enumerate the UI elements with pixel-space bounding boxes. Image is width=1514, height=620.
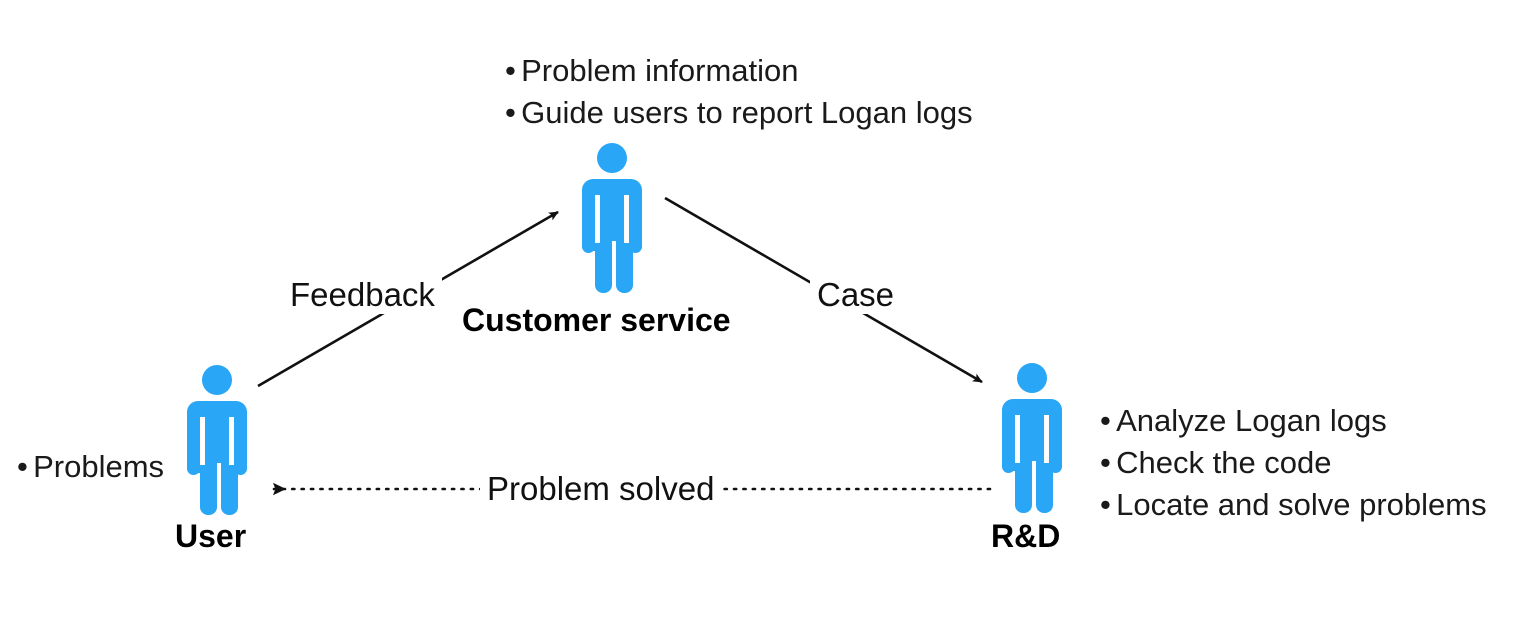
- list-item-text: Locate and solve problems: [1116, 487, 1487, 522]
- person-arm-left: [187, 457, 200, 475]
- person-icon-customer-service: [575, 143, 649, 293]
- person-leg-left: [200, 465, 217, 515]
- person-leg-right: [616, 243, 633, 293]
- person-arm-gap-right: [1044, 415, 1049, 471]
- node-label-user: User: [175, 518, 247, 554]
- list-item: Check the code: [1100, 442, 1487, 484]
- person-arm-gap-right: [624, 195, 629, 251]
- bullet-dot: [505, 92, 521, 134]
- list-item-text: Check the code: [1116, 445, 1332, 480]
- person-arm-gap-left: [595, 195, 600, 251]
- bullet-dot: [1100, 442, 1116, 484]
- person-leg-left: [595, 243, 612, 293]
- person-leg-right: [1036, 463, 1053, 513]
- list-item: Problem information: [505, 50, 973, 92]
- bullet-dot: [17, 446, 33, 488]
- node-label-customer-service: Customer service: [462, 302, 731, 338]
- user-bullets: Problems: [17, 446, 164, 488]
- list-item: Analyze Logan logs: [1100, 400, 1487, 442]
- person-head: [597, 143, 627, 173]
- person-icon-user: [180, 365, 254, 515]
- list-item-text: Problem information: [521, 53, 799, 88]
- edge-label-feedback: Feedback: [283, 276, 442, 314]
- customer-service-bullets: Problem information Guide users to repor…: [505, 50, 973, 134]
- person-icon-rd: [995, 363, 1069, 513]
- list-item-text: Problems: [33, 449, 165, 484]
- person-head: [1017, 363, 1047, 393]
- person-arm-left: [582, 235, 595, 253]
- person-leg-gap: [1032, 461, 1036, 513]
- bullet-dot: [1100, 484, 1116, 526]
- bullet-dot: [505, 50, 521, 92]
- person-arm-left: [1002, 455, 1015, 473]
- rd-bullets: Analyze Logan logs Check the code Locate…: [1100, 400, 1487, 526]
- person-leg-gap: [612, 241, 616, 293]
- list-item-text: Analyze Logan logs: [1116, 403, 1387, 438]
- list-item-text: Guide users to report Logan logs: [521, 95, 973, 130]
- bullet-dot: [1100, 400, 1116, 442]
- person-leg-gap: [217, 463, 221, 515]
- person-leg-left: [1015, 463, 1032, 513]
- person-leg-right: [221, 465, 238, 515]
- person-arm-gap-right: [229, 417, 234, 473]
- edge-label-case: Case: [810, 276, 902, 314]
- edge-label-problem-solved: Problem solved: [480, 470, 722, 508]
- person-arm-gap-left: [200, 417, 205, 473]
- list-item: Locate and solve problems: [1100, 484, 1487, 526]
- list-item: Guide users to report Logan logs: [505, 92, 973, 134]
- person-head: [202, 365, 232, 395]
- node-label-rd: R&D: [991, 518, 1061, 554]
- person-arm-gap-left: [1015, 415, 1020, 471]
- list-item: Problems: [17, 446, 164, 488]
